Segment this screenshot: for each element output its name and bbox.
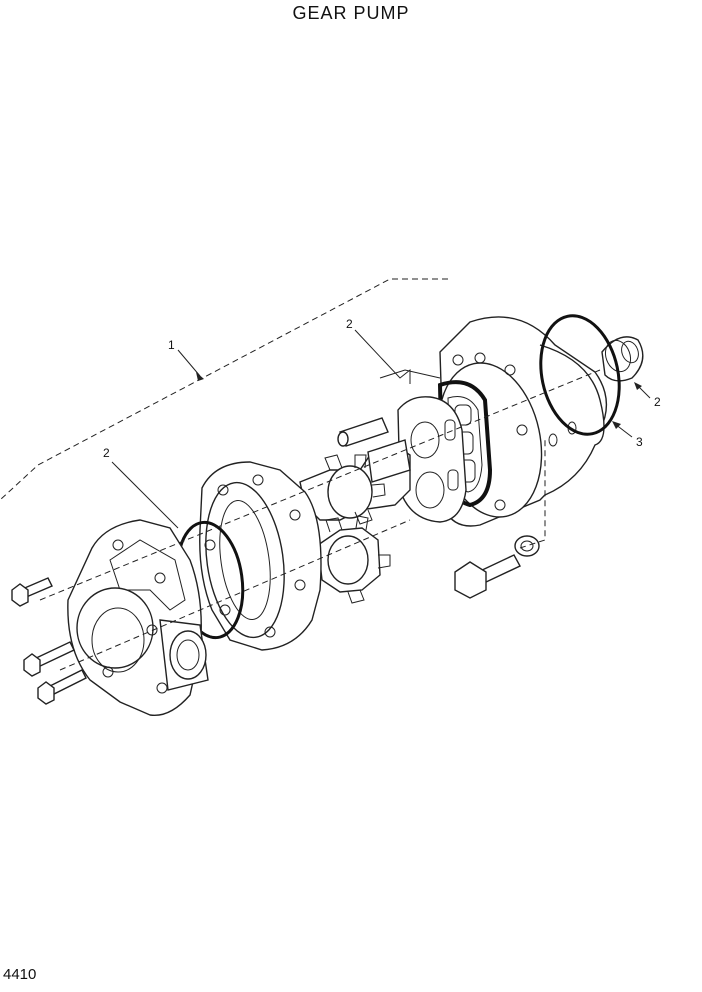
bolt-front-top [11,577,53,607]
center-line-upper [39,369,601,601]
bolt-rear [454,554,521,599]
bolt-front-middle [23,641,75,677]
arrow-1 [196,372,204,381]
rear-housing [437,316,608,527]
o-ring-large [539,314,621,436]
leader-1 [177,349,201,377]
dowel-pin [337,417,389,447]
arrow-3 [612,421,621,429]
bolt-front-bottom [37,669,87,705]
callout-2-top: 2 [346,317,353,331]
gear-housing [199,461,322,651]
center-line-bolt [519,440,546,549]
assembly-bracket-line [0,278,448,501]
bracket-2-top [379,369,441,379]
callout-2-left: 2 [103,446,110,460]
driven-gear [317,515,391,604]
callout-3: 3 [636,435,643,449]
page-title: GEAR PUMP [292,3,410,23]
page-number: 4410 [3,966,37,983]
callout-2-right: 2 [654,395,661,409]
leader-2-top [354,329,411,384]
front-cover [67,519,209,717]
arrow-2-right [634,382,642,390]
leader-2-left [111,461,179,529]
washer [514,535,540,557]
center-line-lower [59,519,411,671]
wear-plate [397,396,467,523]
drive-gear [299,439,411,525]
callout-1: 1 [168,338,175,352]
